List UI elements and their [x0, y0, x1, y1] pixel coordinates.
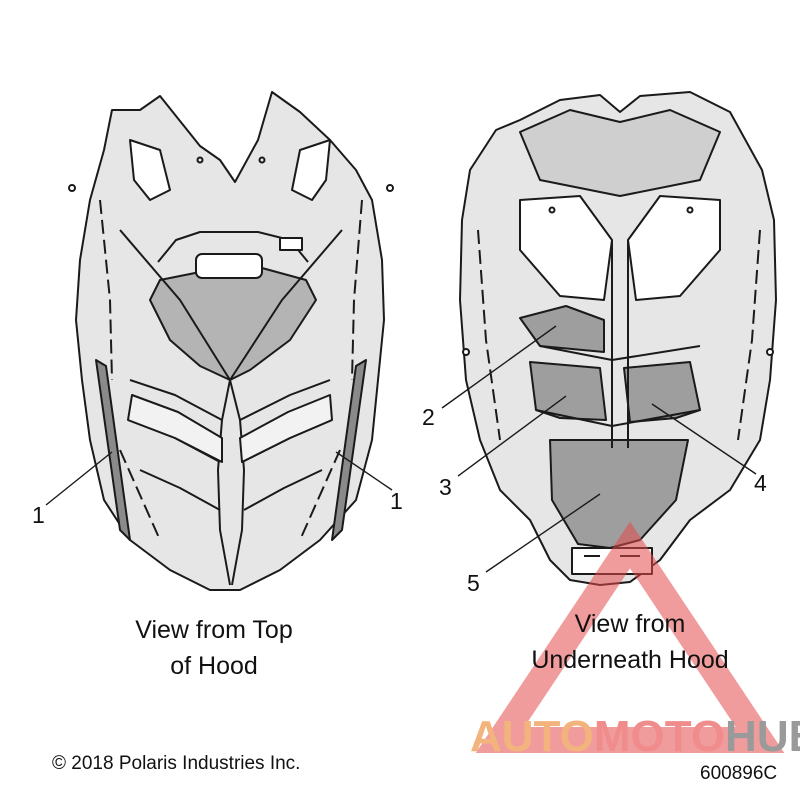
leader-5 — [485, 493, 601, 573]
caption-underneath-view-line2: Underneath Hood — [531, 646, 729, 674]
decal-2 — [519, 305, 605, 353]
callout-3: 3 — [439, 474, 452, 500]
leader-2 — [441, 325, 557, 409]
callout-5: 5 — [467, 570, 480, 596]
part-number: 600896C — [700, 763, 778, 784]
watermark-logo — [475, 521, 785, 753]
callout-4: 4 — [754, 470, 767, 496]
leader-1-left — [45, 451, 113, 506]
hood-underside-view — [459, 91, 777, 586]
watermark-hub: HUB — [725, 712, 800, 761]
caption-top-view-line1: View from Top — [135, 616, 293, 644]
callout-2: 2 — [422, 404, 435, 430]
watermark-auto: AUTO — [470, 712, 594, 761]
leader-lines — [45, 325, 757, 573]
watermark-text: AUTOMOTOHUB — [470, 712, 800, 762]
caption-top-view-line2: of Hood — [170, 652, 258, 680]
hood-top-view — [68, 91, 394, 591]
caption-underneath-view-line1: View from — [574, 610, 686, 638]
copyright-notice: © 2018 Polaris Industries Inc. — [52, 753, 301, 774]
callout-1-left: 1 — [32, 502, 45, 528]
leader-3 — [457, 395, 567, 477]
leader-1-right — [335, 451, 393, 491]
watermark-moto: MOTO — [593, 712, 726, 761]
caption-underneath-view: View from Underneath Hood — [510, 606, 750, 678]
caption-top-view: View from Top of Hood — [110, 612, 318, 684]
leader-4 — [651, 403, 757, 475]
callout-1-right: 1 — [390, 488, 403, 514]
